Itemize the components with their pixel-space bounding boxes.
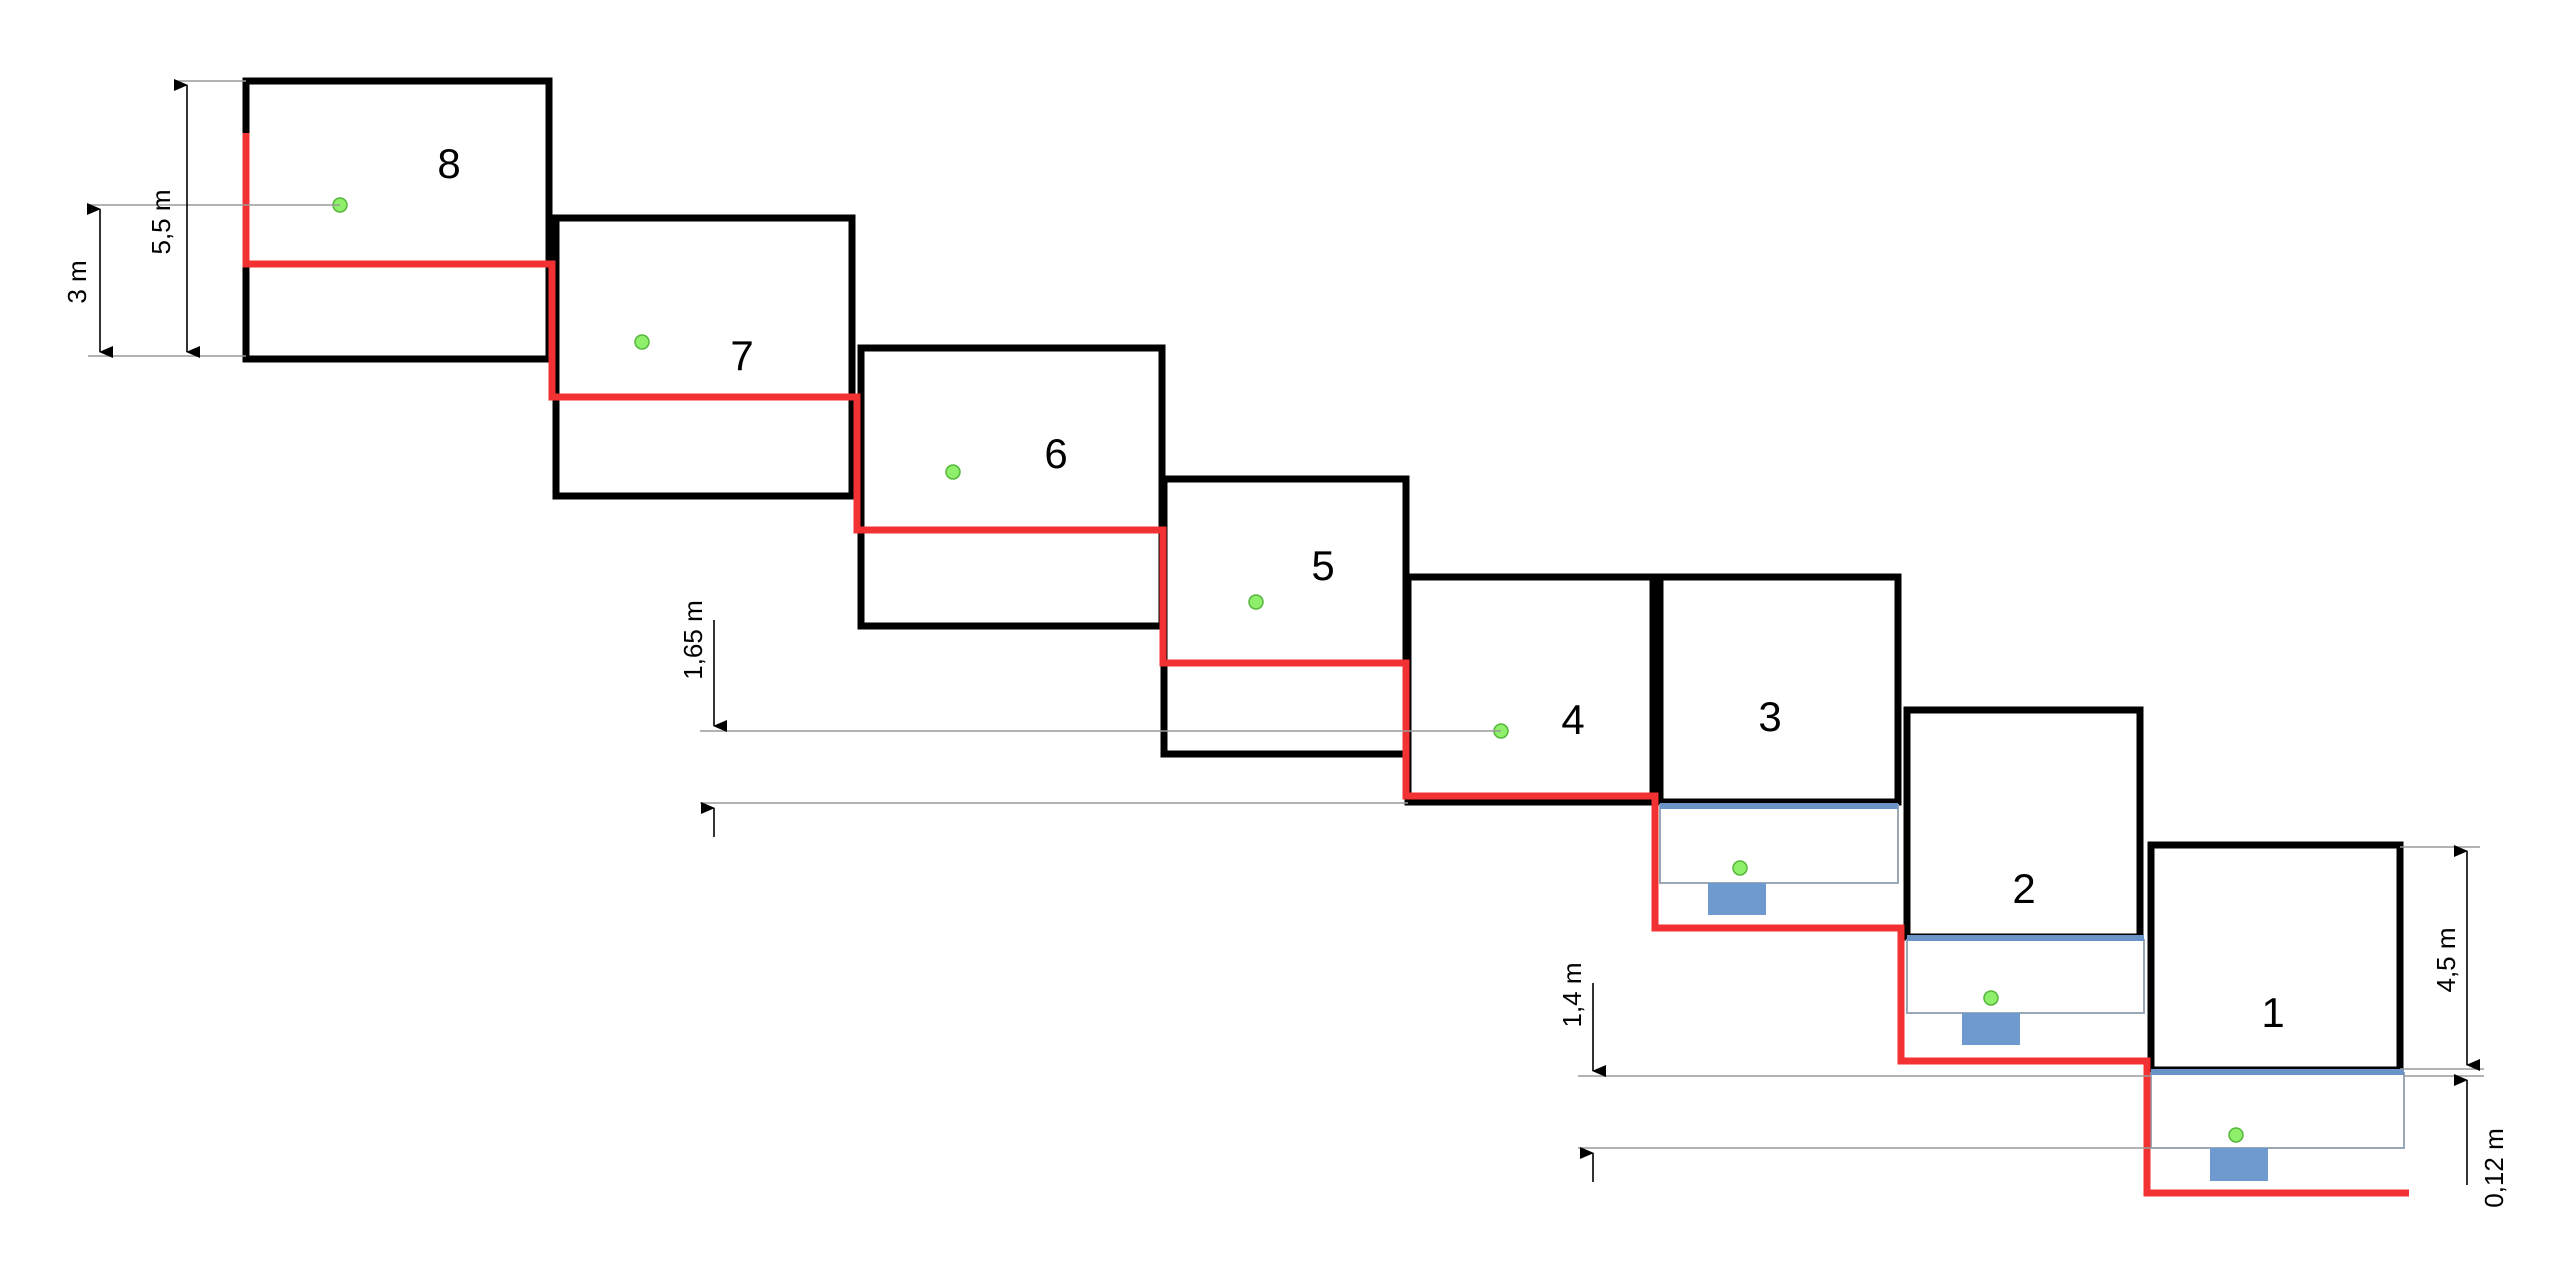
dimension-lower-offset: 1,4 m	[1557, 962, 2151, 1182]
water-block-3	[1708, 883, 1766, 915]
dim-label-offset-upper: 1,65 m	[678, 600, 708, 680]
step-line	[242, 133, 2409, 1197]
compartment-number-4: 4	[1561, 696, 1584, 743]
compartment-box-7	[552, 214, 856, 500]
water-block-2	[1962, 1013, 2020, 1045]
compartment-number-3: 3	[1758, 693, 1781, 740]
dimension-box1: 4,5 m 0,12 m	[2400, 845, 2509, 1208]
basin-outline-1	[2150, 1072, 2405, 1149]
basin-outline-2	[1906, 939, 2145, 1014]
compartment-box-4	[1404, 573, 1657, 806]
basin-outline-3	[1659, 804, 1899, 884]
compartment-box-6	[857, 344, 1166, 630]
compartment-number-6: 6	[1044, 430, 1067, 477]
compartment-number-1: 1	[2261, 989, 2284, 1036]
compartment-box-3	[1656, 573, 1902, 806]
dim-label-gap: 0,12 m	[2479, 1128, 2509, 1208]
dim-label-height-box: 4,5 m	[2431, 927, 2461, 992]
point-7	[634, 334, 650, 350]
compartment-box-8	[242, 77, 553, 363]
compartment-box-5	[1160, 475, 1410, 758]
water-block-1	[2210, 1148, 2268, 1181]
compartment-numbers: 8 7 6 5 4 3 2 1	[437, 140, 2284, 1036]
dimension-upper-offset: 1,65 m	[678, 600, 1501, 837]
lower-basins	[1659, 803, 2405, 1181]
compartment-number-8: 8	[437, 140, 460, 187]
point-6	[945, 464, 961, 480]
dimension-box8: 5,5 m 3 m	[62, 79, 340, 358]
point-1	[2228, 1127, 2244, 1143]
dim-label-height-total: 5,5 m	[146, 189, 176, 254]
compartment-number-5: 5	[1311, 542, 1334, 589]
point-3	[1732, 860, 1748, 876]
point-5	[1248, 594, 1264, 610]
dim-label-offset-lower: 1,4 m	[1557, 962, 1587, 1027]
compartment-box-1	[2147, 841, 2404, 1074]
compartment-number-2: 2	[2012, 865, 2035, 912]
compartment-number-7: 7	[730, 332, 753, 379]
dim-label-height-point: 3 m	[62, 260, 92, 303]
point-2	[1983, 990, 1999, 1006]
measure-points	[332, 197, 2244, 1143]
